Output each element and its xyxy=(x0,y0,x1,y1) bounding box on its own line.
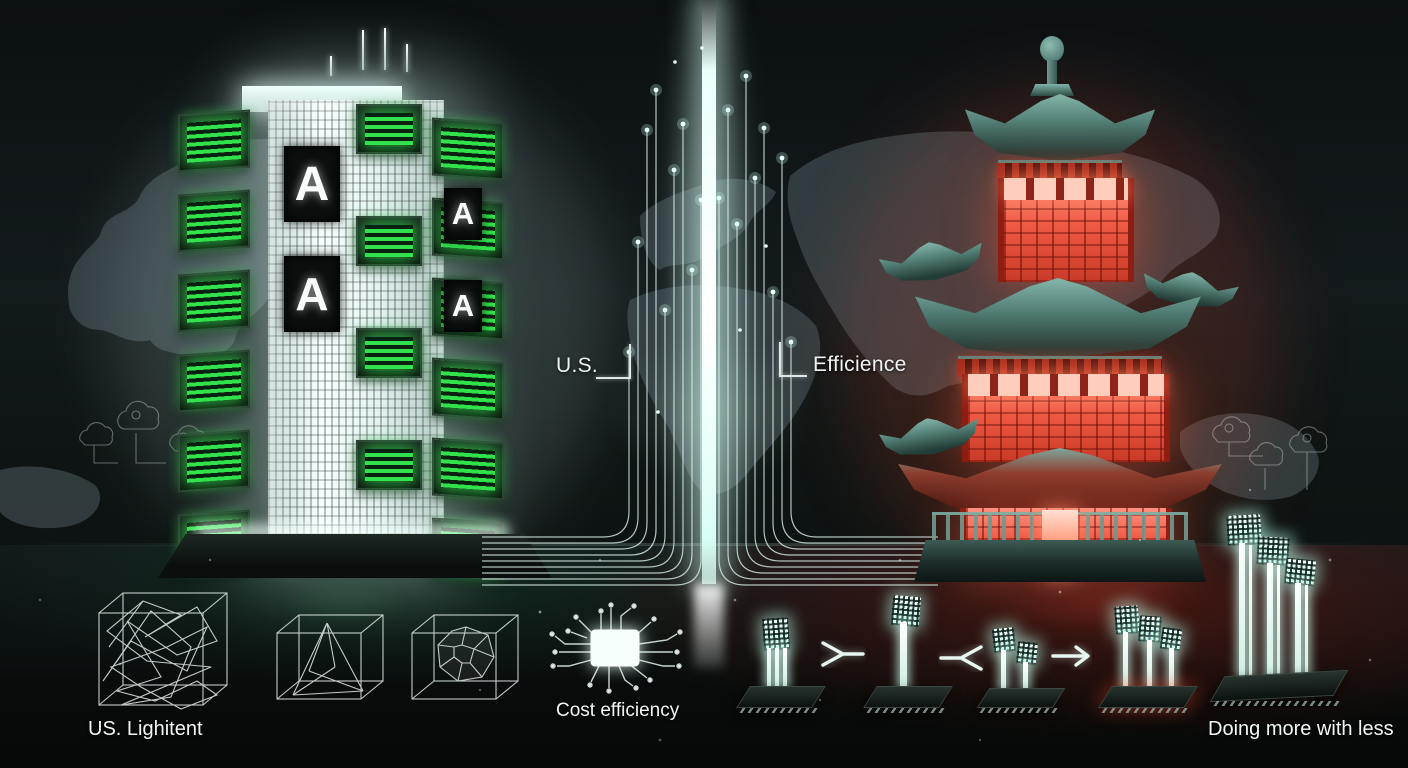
lamp-stem xyxy=(1169,648,1174,688)
finial-knob xyxy=(1040,36,1064,62)
server-module xyxy=(356,104,422,154)
us-datacenter-tower: A A A A xyxy=(150,28,560,588)
branch-left-arrow xyxy=(939,645,983,671)
lamp-stem xyxy=(1277,565,1280,685)
map-corner-blob xyxy=(0,466,101,529)
lamp-stem xyxy=(1267,563,1273,683)
wireframe-cube-tetrahedron xyxy=(276,614,384,700)
finial-stem xyxy=(1047,60,1057,86)
lamp-stem xyxy=(1249,545,1252,679)
lamp-stem xyxy=(1305,585,1308,691)
right-arrow xyxy=(1051,645,1090,667)
lamp-stem xyxy=(1001,650,1006,690)
finial-base xyxy=(1030,84,1074,96)
lamp-chip-stage-2 xyxy=(862,594,953,714)
window-band-upper xyxy=(1004,178,1128,200)
tower-letter-panel: A xyxy=(444,188,482,240)
lamp-chip-stage-4 xyxy=(1095,605,1199,714)
tower-letter: A xyxy=(295,268,329,320)
lamp-stem xyxy=(775,648,779,690)
doing-more-with-less-label: Doing more with less xyxy=(1208,718,1394,740)
antenna-mast xyxy=(362,30,364,70)
cloud-network-doodle-right xyxy=(1212,416,1328,490)
branch-right-arrow xyxy=(821,641,865,667)
tower-letter-panel: A xyxy=(284,256,340,332)
server-rack-column-inner xyxy=(356,104,422,490)
tower-letter-panel: A xyxy=(444,280,482,332)
wireframe-tangle-cube xyxy=(98,592,228,710)
antenna-mast xyxy=(406,44,408,72)
map-australia xyxy=(1180,413,1319,500)
cost-efficiency-label: Cost efficiency xyxy=(556,700,680,721)
lamp-stem xyxy=(1147,640,1152,688)
lamp-cluster-result xyxy=(1205,514,1355,711)
tower-letter: A xyxy=(451,288,475,323)
efficience-label: Efficience xyxy=(813,353,907,376)
window-band-middle xyxy=(968,374,1164,396)
us-callout-tick xyxy=(629,344,631,379)
data-stream-lines xyxy=(482,46,938,586)
lamp-chip-stage-3 xyxy=(975,626,1066,714)
lamp-stem xyxy=(1295,583,1301,689)
us-lighitent-label: US. Lighitent xyxy=(88,718,203,740)
chip-icon xyxy=(549,602,683,694)
map-africa xyxy=(627,285,821,494)
wireframe-cube-dodecahedron xyxy=(411,614,519,700)
antenna-mast xyxy=(384,28,386,70)
stream-dots xyxy=(623,46,797,414)
us-label: U.S. xyxy=(556,354,599,377)
antenna-mast xyxy=(330,56,332,76)
pagoda-body-middle xyxy=(962,374,1170,462)
lamp-stem xyxy=(767,648,771,688)
light-beam xyxy=(702,0,716,584)
lamp-chip-stage-1 xyxy=(735,617,826,714)
server-module xyxy=(356,216,422,266)
server-module xyxy=(356,328,422,378)
tower-letter: A xyxy=(451,196,475,231)
efficience-callout-tick xyxy=(779,342,781,377)
beam-reflection xyxy=(694,584,724,668)
tower-letter-panel: A xyxy=(284,146,340,222)
lamp-stem xyxy=(1239,543,1245,677)
tower-platform xyxy=(158,534,552,578)
lamp-stem xyxy=(1023,662,1028,690)
lamp-stem xyxy=(783,648,787,688)
china-pagoda xyxy=(880,30,1240,590)
bracket-band-upper xyxy=(998,160,1122,181)
efficience-callout-line xyxy=(779,375,807,377)
lamp-stem xyxy=(900,622,907,688)
pagoda-base-platform xyxy=(914,540,1206,582)
server-module xyxy=(356,440,422,490)
lamp-stem xyxy=(1123,632,1128,688)
bracket-band-middle xyxy=(958,356,1162,377)
pagoda-body-upper xyxy=(998,178,1134,282)
tower-letter: A xyxy=(294,157,330,211)
us-callout-line xyxy=(596,377,631,379)
